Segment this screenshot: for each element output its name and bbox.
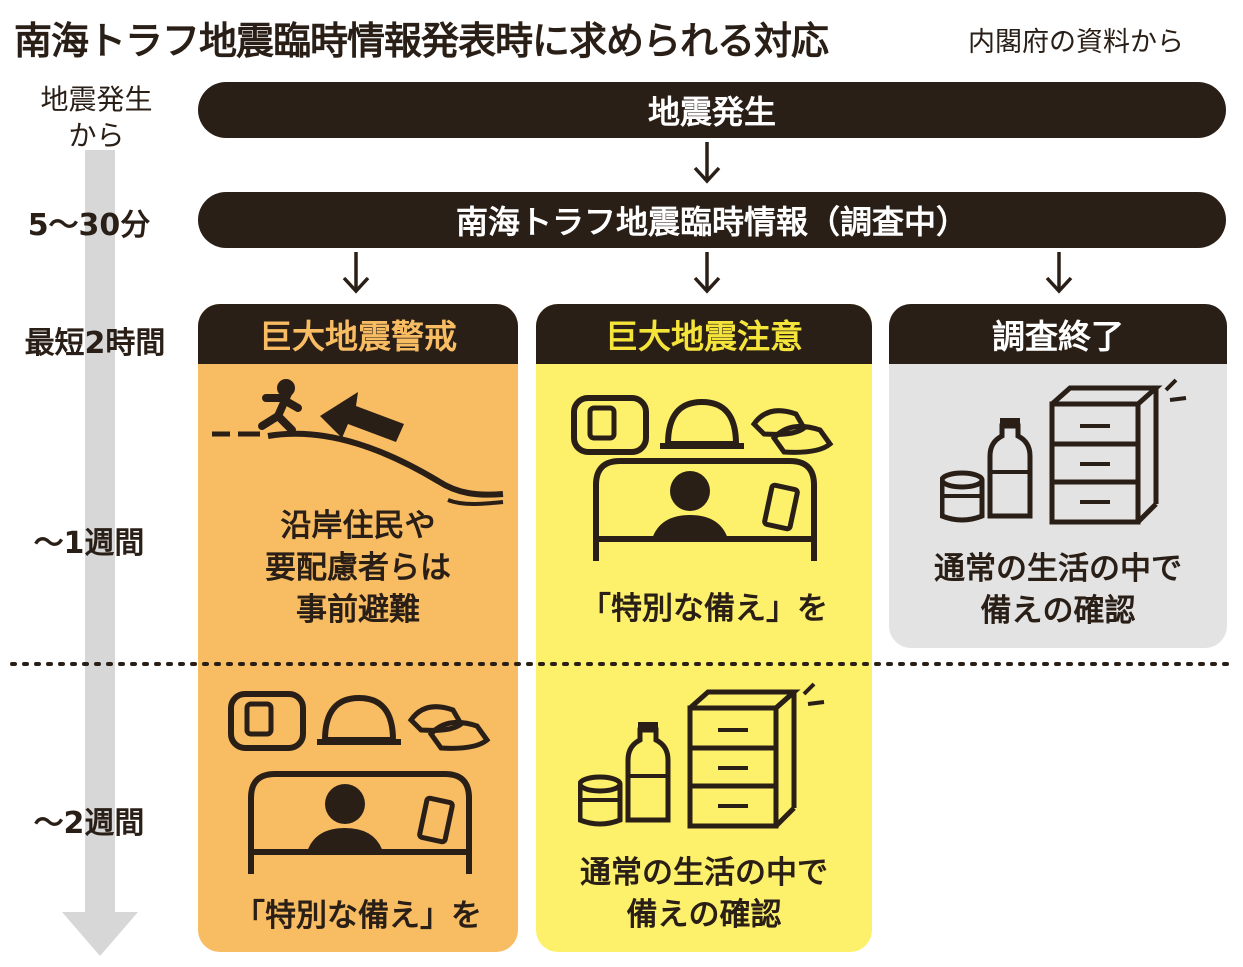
timeline-label-2week: 〜2週間 — [33, 806, 145, 841]
advisory-week2-text: 通常の生活の中で 備えの確認 — [536, 852, 872, 936]
timeline-label-start-line1: 地震発生 — [40, 83, 153, 116]
timeline-label-start: 地震発生 から — [14, 82, 179, 154]
evacuation-icon — [212, 379, 504, 506]
warning-week1-line1: 沿岸住民や — [280, 508, 436, 544]
timeline-arrow-icon — [62, 150, 138, 956]
ended-week1-line1: 通常の生活の中で — [934, 551, 1182, 587]
advisory-week2-line1: 通常の生活の中で — [580, 855, 828, 891]
person-in-bed-icon — [248, 771, 472, 874]
interim-info-bar: 南海トラフ地震臨時情報（調査中） — [198, 192, 1226, 248]
column-ended-label: 調査終了 — [889, 304, 1227, 364]
down-arrow-icon — [693, 142, 721, 184]
emergency-supplies-icon — [571, 395, 834, 455]
down-arrow-icon — [693, 252, 721, 294]
advisory-week2-line2: 備えの確認 — [626, 897, 782, 933]
column-advisory-label: 巨大地震注意 — [536, 304, 872, 364]
down-arrow-icon — [1045, 252, 1073, 294]
source-note: 内閣府の資料から — [968, 27, 1184, 58]
timeline-label-2h: 最短2時間 — [24, 326, 166, 361]
timeline-label-1week: 〜1週間 — [33, 526, 145, 561]
warning-week2-text: 「特別な備え」を — [234, 898, 482, 934]
timeline-label-start-line2: から — [68, 119, 125, 152]
person-in-bed-icon — [593, 458, 817, 561]
timeline-label-5-30min: 5〜30分 — [27, 208, 151, 243]
warning-week1-text: 沿岸住民や 要配慮者らは 事前避難 — [198, 505, 518, 631]
down-arrow-icon — [342, 252, 370, 294]
warning-week1-line3: 事前避難 — [296, 592, 420, 628]
page-title: 南海トラフ地震臨時情報発表時に求められる対応 — [14, 19, 829, 63]
ended-week1-text: 通常の生活の中で 備えの確認 — [889, 548, 1227, 632]
emergency-supplies-icon — [228, 691, 491, 751]
advisory-week1-text: 「特別な備え」を — [580, 591, 828, 627]
column-advisory: 巨大地震注意 — [536, 304, 872, 952]
stockpile-icon — [940, 378, 1187, 525]
ended-week1-line2: 備えの確認 — [980, 593, 1136, 629]
warning-week1-line2: 要配慮者らは — [265, 550, 451, 586]
stockpile-icon — [578, 682, 825, 829]
earthquake-bar: 地震発生 — [198, 82, 1226, 138]
period-divider — [10, 662, 1234, 666]
column-warning-label: 巨大地震警戒 — [198, 304, 518, 364]
